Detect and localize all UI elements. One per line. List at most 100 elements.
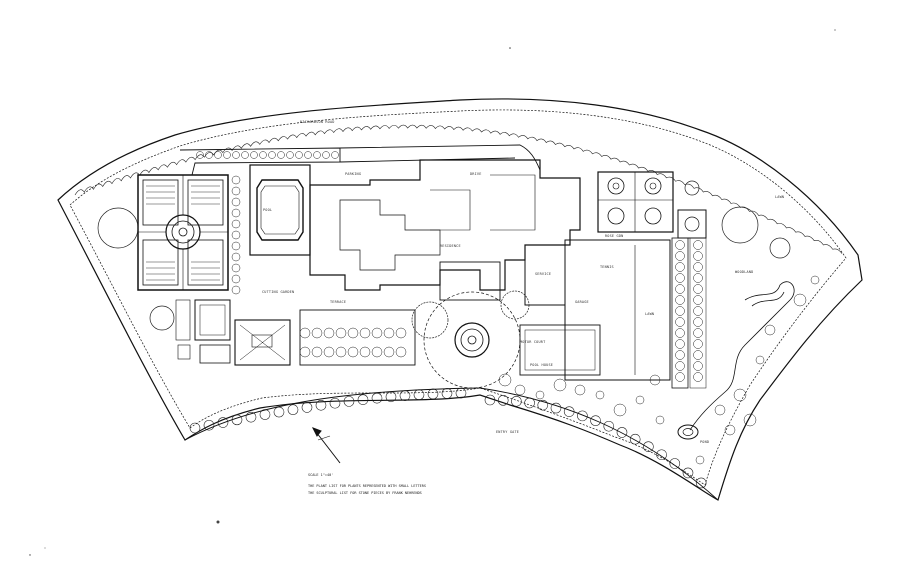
area-label-drive: DRIVE — [470, 172, 482, 176]
area-label-house: RESIDENCE — [440, 244, 461, 248]
south-tree — [441, 388, 453, 399]
allee-tree — [693, 240, 703, 250]
south-tree — [484, 394, 496, 406]
south-tree — [287, 404, 299, 416]
east-rose-gardens — [597, 171, 707, 389]
allee-tree — [693, 262, 703, 272]
area-label-pool-house: POOL HOUSE — [530, 363, 554, 367]
allee-trees-east — [675, 240, 703, 382]
sculpture-list-note: THE SCULPTURAL LIST FOR STONE PIECES BY … — [308, 491, 422, 495]
terrace-tree — [383, 327, 395, 339]
terrace-tree — [311, 327, 323, 339]
area-label-service: SERVICE — [535, 272, 552, 276]
hedge-tree — [231, 208, 241, 218]
terrace-tree — [323, 346, 335, 358]
plant-list-note: THE PLANT LIST FOR PLANTS REPRESENTED WI… — [308, 484, 427, 488]
woodland-shrub — [649, 374, 661, 386]
garage-court — [519, 239, 671, 381]
south-tree — [343, 396, 355, 407]
allee-tree — [693, 273, 703, 283]
south-tree — [217, 417, 229, 428]
hedge-tree — [231, 285, 241, 295]
woodland-shrub — [498, 373, 512, 387]
paper-specks — [29, 29, 836, 556]
south-lawn-terrace — [175, 299, 416, 366]
allee-tree — [268, 151, 276, 159]
woodland-shrub — [793, 293, 807, 307]
woodland-shrub — [695, 455, 705, 465]
woodland-shrub — [755, 355, 765, 365]
swimming-pool — [249, 164, 311, 256]
allee-tree — [675, 361, 685, 371]
formal-parterre-garden — [137, 174, 229, 291]
area-label-pond: POND — [700, 440, 710, 444]
south-tree — [413, 389, 425, 401]
allee-tree — [693, 306, 703, 316]
area-label-entry-gate: ENTRY GATE — [496, 430, 520, 434]
woodland-shrub — [635, 395, 645, 405]
south-tree — [301, 402, 313, 413]
terrace-tree — [371, 346, 383, 358]
terrace-tree — [347, 327, 359, 339]
allee-tree — [304, 151, 312, 159]
area-label-motor-court: MOTOR COURT — [520, 340, 546, 344]
hedge-tree — [231, 230, 241, 240]
woodland-stream — [677, 281, 795, 440]
terrace-tree — [311, 346, 323, 358]
terrace-tree — [335, 327, 347, 339]
property-boundary — [57, 98, 863, 501]
south-tree — [455, 387, 467, 399]
woodland-shrub — [514, 384, 526, 396]
allee-tree — [675, 273, 685, 283]
hedge-tree — [231, 186, 241, 196]
terrace-tree — [347, 346, 359, 358]
allee-tree — [322, 151, 330, 159]
south-tree — [682, 467, 694, 479]
area-label-lawn-east: LAWN — [775, 195, 785, 199]
south-tree — [357, 394, 369, 405]
woodland-shrub — [595, 390, 605, 400]
south-tree — [399, 390, 411, 401]
allee-tree — [214, 151, 222, 159]
allee-tree — [313, 151, 321, 159]
south-tree — [273, 406, 285, 418]
north-arrow-icon — [311, 427, 341, 464]
woodland-shrub — [553, 378, 567, 392]
allee-tree — [675, 240, 685, 250]
area-label-garage: GARAGE — [575, 300, 589, 304]
woodland-shrub — [810, 275, 820, 285]
allee-tree — [259, 151, 267, 159]
area-label-woodland: WOODLAND — [735, 270, 754, 274]
allee-tree — [693, 361, 703, 371]
south-tree — [656, 449, 667, 461]
south-tree — [577, 410, 588, 422]
woodland-shrub — [574, 384, 586, 396]
south-tree — [537, 399, 549, 411]
allee-trees-west — [231, 175, 407, 358]
terrace-tree — [299, 327, 311, 339]
terrace-tree — [371, 327, 383, 339]
south-tree — [643, 441, 654, 452]
area-label-cutting-garden: CUTTING GARDEN — [262, 290, 295, 294]
terrace-tree — [299, 346, 311, 358]
road-label: RICHARDSON ROAD — [300, 120, 335, 124]
allee-tree — [277, 151, 285, 159]
allee-tree — [693, 251, 703, 261]
allee-tree — [675, 251, 685, 261]
south-tree — [497, 395, 509, 406]
terrace-tree — [335, 346, 347, 358]
area-label-lawn-center: LAWN — [645, 312, 655, 316]
allee-tree — [675, 317, 685, 327]
woodland-shrub — [724, 424, 736, 436]
south-tree — [629, 433, 641, 445]
hedge-tree — [231, 241, 241, 251]
terrace-tree — [323, 327, 335, 339]
hedge-tree — [231, 219, 241, 229]
allee-tree — [232, 151, 240, 159]
allee-tree — [196, 151, 204, 159]
hedge-tree — [231, 175, 241, 185]
woodland-shrub — [764, 324, 776, 336]
south-tree — [329, 397, 341, 409]
north-canopy-edge — [74, 124, 843, 254]
south-tree — [371, 392, 383, 404]
